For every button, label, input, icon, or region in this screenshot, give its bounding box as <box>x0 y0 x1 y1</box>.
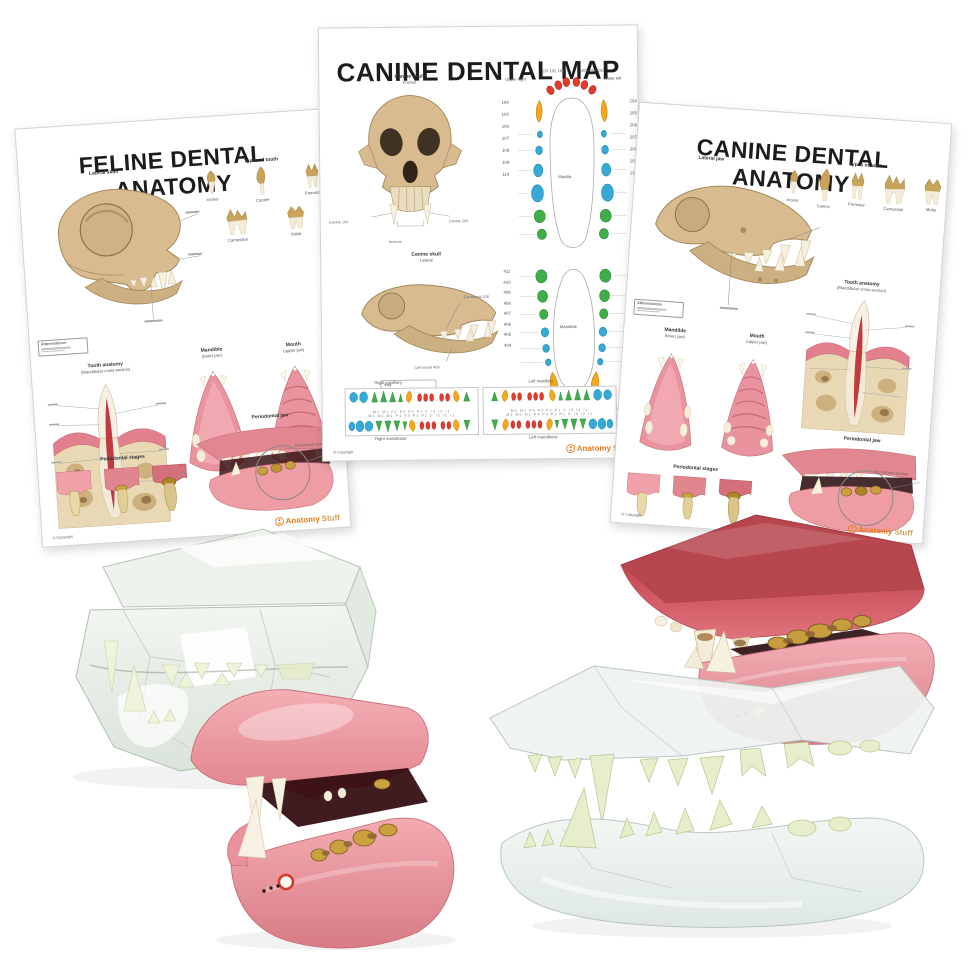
clear-canine-jaw-model <box>489 665 935 938</box>
molar-card: Molar <box>285 204 307 239</box>
canine-periodontal-jaw-illustration <box>781 448 920 533</box>
anatomystuff-figure-icon <box>847 524 857 534</box>
max-top-right-numbers: 103 102 101 <box>541 68 565 74</box>
incisor-card: Incisor <box>785 166 802 207</box>
canine-card: Canine <box>253 166 271 203</box>
frontal-skull-sub: Frontal <box>402 79 416 86</box>
incisor-tooth-icon <box>790 170 798 194</box>
mandible-sub: (lower jaw) <box>664 333 686 340</box>
max-top-left-numbers: 201 202 203 <box>581 67 605 73</box>
premolar-card: Premolar <box>847 171 868 212</box>
periodontal-stages-row <box>54 461 191 520</box>
canine-tooth-icon <box>819 168 831 202</box>
canine-104-label: Canine 104 <box>328 220 349 225</box>
lateral-skull-label: Canine skull <box>411 251 441 258</box>
premolar-label: Premolar <box>847 201 866 208</box>
incisors-label: Incisors <box>388 239 403 244</box>
molar-label: Molar <box>291 231 302 237</box>
max-right-side-numbers: 104 105 106 107 108 109 110 <box>501 99 510 177</box>
feline-jaw-pathology-model <box>190 689 456 950</box>
mandible-heading: Mandible (lower jaw) <box>176 345 247 362</box>
carnassial-tooth-icon <box>884 174 905 205</box>
carnassial-card: Carnassial <box>224 208 250 244</box>
periodontal-stage-2-illustration <box>672 475 707 520</box>
right-maxillary-label: Right maxillary <box>374 379 402 386</box>
canine-label: Canine <box>255 197 270 204</box>
mandible-label: Mandible <box>559 323 577 330</box>
incisor-label: Incisor <box>786 197 799 204</box>
carnassial-409-label: Carnassial 409 <box>414 365 440 370</box>
poster-canine-dental-anatomy: CANINE DENTAL ANATOMY Lateral jaw Types … <box>609 101 953 545</box>
right-tooth-row-box: M2 M1 P4 P3 P2 P1 C I3 I2 I1 M3 M2 M1 P4… <box>344 387 480 437</box>
left-maxillary-tooth-row <box>491 388 612 403</box>
canine-frontal-skull-illustration <box>358 94 462 227</box>
left-tooth-row-box: M2 M1 P4 P3 P2 P1 C I3 I2 I1 M3 M2 M1 P4… <box>482 385 618 435</box>
feline-lateral-skull-illustration <box>58 188 203 323</box>
canine-mandible-diagram <box>639 353 692 451</box>
molar-tooth-icon <box>924 178 942 206</box>
mouth-heading: Mouth (upper jaw) <box>723 331 790 348</box>
canine-lateral-skull-illustration <box>655 185 820 310</box>
incisor-tooth-icon <box>206 170 216 195</box>
carnassial-label: Carnassial <box>883 206 904 213</box>
left-mandibular-tooth-row <box>491 418 614 432</box>
logo-text-bold: Anatomy <box>576 443 611 453</box>
molar-label: Molar <box>925 207 937 213</box>
right-mandibular-label: Right mandibular <box>375 435 407 442</box>
frontal-skull-heading: Canine skull Frontal <box>359 73 459 87</box>
abbreviations-box: Abbreviations <box>37 337 89 357</box>
mouth-sub: (upper jaw) <box>745 338 768 346</box>
right-mandibular-tooth-row <box>348 419 471 433</box>
canine-types-of-tooth: Types of tooth Incisor Canine <box>783 157 946 217</box>
right-maxillary-tooth-row <box>349 389 470 404</box>
periodontal-stage-3-illustration <box>151 463 188 511</box>
molar-card: Molar <box>921 176 944 217</box>
incisor-card: Incisor <box>203 170 221 207</box>
periodontal-stage-3-illustration <box>718 478 753 524</box>
man-right-side-numbers: 411 410 409 408 407 406 405 404 <box>503 268 512 348</box>
premolar-card: Premolar <box>302 163 322 200</box>
feline-types-of-tooth: Types of tooth Incisor Canine <box>202 154 325 245</box>
premolar-tooth-icon <box>851 172 865 200</box>
periodontal-stage-1-illustration <box>626 472 661 517</box>
left-mandibular-label: Left mandibular <box>529 434 558 440</box>
mandible-heading: Mandible (lower jaw) <box>642 325 709 342</box>
canine-204-label: Canine 204 <box>448 219 469 224</box>
left-maxillary-label: Left maxillary <box>528 378 554 384</box>
mandible-sub: (lower jaw) <box>201 352 223 360</box>
canine-label: Canine <box>816 203 831 210</box>
mouth-heading: Mouth (upper jaw) <box>258 339 329 356</box>
canine-lateral-skull-illustration <box>361 284 499 362</box>
carnassial-card: Carnassial <box>881 173 908 215</box>
feline-periodontal-jaw-illustration <box>196 426 336 511</box>
carnassial-tooth-icon <box>226 209 247 236</box>
anatomystuff-figure-icon <box>565 444 575 453</box>
premolar-tooth-icon <box>305 163 319 188</box>
carnassial-label: Carnassial <box>227 236 248 244</box>
maxilla-dental-map <box>517 77 627 248</box>
molar-tooth-icon <box>286 205 304 230</box>
canine-mouth-diagram <box>721 358 774 457</box>
poster-canine-dental-map: CANINE DENTAL MAP Canine skull Frontal C… <box>317 24 643 462</box>
map-copyright: © Copyright <box>333 450 354 455</box>
incisor-label: Incisor <box>206 196 219 203</box>
lateral-skull-heading: Canine skull Lateral <box>376 251 476 265</box>
canine-tooth-icon <box>256 166 266 195</box>
lateral-skull-sub: Lateral <box>419 257 433 263</box>
canine-card: Canine <box>815 168 834 209</box>
tooth-cross-section-illustration <box>800 299 915 436</box>
periodontal-stages-row <box>623 471 754 526</box>
poster-feline-dental-anatomy: FELINE DENTAL ANATOMY Lateral skull Type… <box>14 108 352 548</box>
maxilla-label: Maxilla <box>558 174 572 180</box>
periodontal-stage-2-illustration <box>104 466 140 513</box>
frontal-skull-label: Canine skull <box>394 73 425 80</box>
anatomystuff-figure-icon <box>274 517 284 526</box>
periodontal-stage-1-illustration <box>56 470 92 517</box>
mouth-sub: (upper jaw) <box>283 347 305 354</box>
